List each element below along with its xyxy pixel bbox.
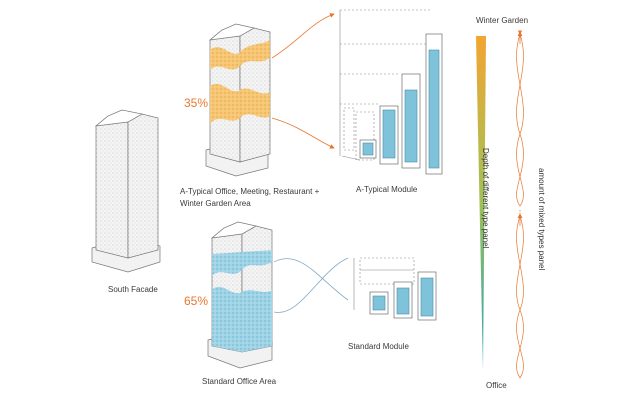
atypical-area-label-line2: Winter Garden Area bbox=[180, 199, 251, 208]
standard-office-area-label: Standard Office Area bbox=[202, 377, 277, 386]
amount-mixed-label: amount of mixed types panel bbox=[537, 168, 546, 271]
south-facade-tower bbox=[91, 109, 161, 273]
percent-top: 35% bbox=[184, 96, 209, 110]
percent-bottom: 65% bbox=[184, 294, 209, 308]
atypical-module-label: A-Typical Module bbox=[356, 185, 418, 194]
mixed-panels-curve bbox=[516, 30, 524, 379]
connector-bottom-b bbox=[273, 257, 349, 313]
connector-top-b bbox=[271, 117, 335, 149]
winter-garden-label: Winter Garden bbox=[476, 16, 529, 25]
standard-module-diagram bbox=[353, 257, 437, 321]
connector-top-a bbox=[271, 13, 335, 59]
connector-bottom-a bbox=[273, 258, 349, 301]
atypical-tower bbox=[205, 23, 271, 177]
standard-module-label: Standard Module bbox=[348, 342, 409, 351]
south-facade-label: South Facade bbox=[108, 285, 158, 294]
standard-tower bbox=[207, 221, 273, 369]
depth-panel-label: Depth of different type panel bbox=[481, 148, 490, 249]
office-label: Office bbox=[486, 381, 507, 390]
depth-gradient-bar bbox=[476, 36, 486, 370]
atypical-area-label-line1: A-Typical Office, Meeting, Restaurant + bbox=[180, 187, 320, 196]
atypical-module-diagram bbox=[339, 9, 443, 175]
